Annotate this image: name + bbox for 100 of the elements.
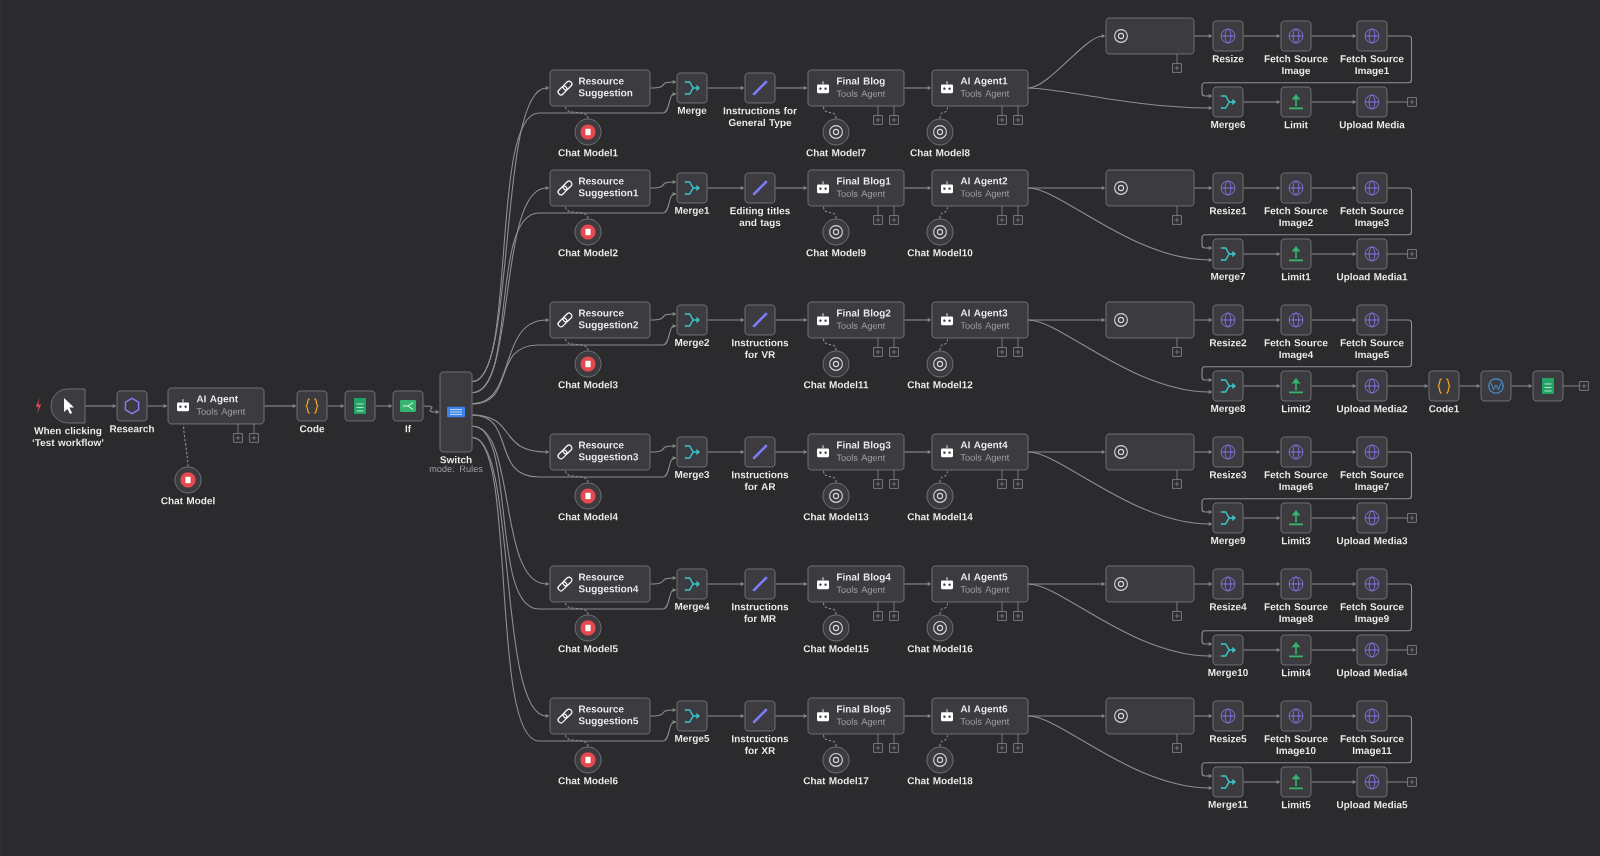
connector: [706, 582, 744, 586]
dashed-connector: [822, 337, 837, 352]
connector: [471, 414, 676, 478]
connector: [649, 80, 676, 89]
connector: [649, 708, 676, 717]
connector: [903, 582, 931, 586]
dashed-connector: [822, 469, 837, 484]
connector: [1201, 451, 1413, 514]
connector: [774, 582, 807, 586]
connector: [649, 312, 676, 321]
dashed-connector: [939, 733, 949, 747]
connector: [903, 86, 931, 90]
dashed-connector: [939, 601, 949, 615]
connector: [471, 436, 676, 742]
connector: [649, 576, 676, 585]
connector: [1193, 450, 1212, 454]
connector: [1242, 582, 1280, 586]
connector: [1201, 319, 1413, 382]
connector: [471, 192, 676, 394]
connector: [706, 318, 744, 322]
connector: [1201, 35, 1413, 98]
connector: [1027, 714, 1105, 718]
connector: [1242, 384, 1280, 388]
connector: [147, 404, 168, 408]
connector: [1027, 319, 1212, 394]
connector: [774, 450, 807, 454]
connector: [471, 425, 549, 586]
connector: [774, 714, 807, 718]
dashed-connector: [822, 205, 837, 220]
connector: [706, 186, 744, 190]
connector: [706, 450, 744, 454]
connector: [1193, 582, 1212, 586]
connector: [1027, 583, 1212, 658]
connector: [1310, 582, 1356, 586]
dashed-connector: [939, 105, 949, 120]
connector: [1193, 714, 1212, 718]
connector: [706, 714, 744, 718]
connector: [774, 318, 807, 322]
connector: [1310, 186, 1356, 190]
connector: [903, 714, 931, 718]
connector: [1193, 34, 1212, 38]
connector: [471, 414, 549, 454]
connector: [903, 450, 931, 454]
connector: [374, 404, 392, 408]
connector: [1027, 451, 1212, 526]
connector: [1242, 516, 1280, 520]
connector: [1027, 582, 1105, 586]
dashed-connector: [564, 205, 589, 220]
connector: [1310, 252, 1356, 256]
connector: [1242, 186, 1280, 190]
connector: [263, 404, 296, 408]
connector: [471, 92, 676, 383]
dashed-connector: [564, 733, 589, 747]
dashed-connector: [822, 601, 837, 615]
connector: [1242, 252, 1280, 256]
connector: [1310, 384, 1356, 388]
connector: [1193, 186, 1212, 190]
dashed-connector: [939, 205, 949, 220]
dashed-connector: [822, 733, 837, 747]
connector: [1242, 780, 1280, 784]
connector: [1201, 715, 1413, 778]
connector: [326, 404, 344, 408]
connector: [1027, 187, 1212, 262]
connector: [1310, 318, 1356, 322]
connector: [774, 86, 807, 90]
connector: [1510, 384, 1532, 388]
connector: [1201, 187, 1413, 250]
connector: [84, 404, 117, 408]
connector: [1027, 87, 1212, 110]
connector: [471, 425, 676, 610]
connector: [1242, 648, 1280, 652]
connector: [1027, 715, 1212, 790]
connector: [471, 324, 676, 405]
connector: [1310, 100, 1356, 104]
connector: [1027, 450, 1105, 454]
connector: [1310, 34, 1356, 38]
connector: [1027, 186, 1105, 190]
dashed-connector: [822, 105, 837, 120]
connector: [1242, 318, 1280, 322]
connector: [1458, 384, 1480, 388]
dashed-connector: [939, 337, 949, 352]
connector: [706, 86, 744, 90]
dashed-connector: [183, 423, 189, 468]
connector: [1310, 648, 1356, 652]
connector: [1242, 450, 1280, 454]
connector: [903, 186, 931, 190]
dashed-connector: [564, 337, 589, 352]
connector: [1201, 583, 1413, 646]
connector: [1310, 516, 1356, 520]
connector: [1242, 34, 1280, 38]
connector: [1310, 450, 1356, 454]
connector: [1242, 714, 1280, 718]
connector: [1027, 318, 1105, 322]
connector: [1027, 34, 1105, 89]
dashed-connector: [939, 469, 949, 484]
connector: [649, 444, 676, 453]
connector: [1386, 384, 1428, 388]
dashed-connector: [564, 105, 589, 120]
connector: [1310, 714, 1356, 718]
connector: [1310, 780, 1356, 784]
